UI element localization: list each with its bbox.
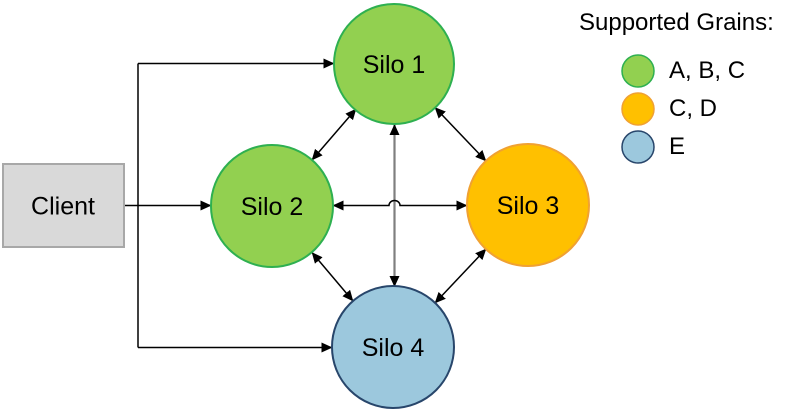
silo-3-circle [466,143,590,267]
silo-1-label: Silo 1 [363,51,426,79]
silo-3-label: Silo 3 [497,192,560,220]
legend-item-label: E [669,133,686,160]
node-client: Client [2,163,125,248]
connector-silo1-silo3 [434,106,487,162]
connector-silo1-silo2 [311,108,357,161]
connector-silo2-silo4 [311,252,354,302]
legend-swatch-orange-icon [621,92,655,126]
legend-title: Supported Grains: [579,9,774,36]
silo-4-circle [331,285,455,409]
node-silo-4: Silo 4 [331,285,455,409]
connector-silo2-silo3 [332,199,468,211]
legend-item-e: E [621,130,794,164]
silo-4-label: Silo 4 [362,334,425,362]
legend-item-label: C, D [669,95,717,122]
legend: Supported Grains: A, B, C C, D E [579,8,794,168]
legend-item-abc: A, B, C [621,54,794,88]
legend-item-cd: C, D [621,92,794,126]
node-silo-2: Silo 2 [210,144,334,268]
legend-swatch-green-icon [621,54,655,88]
silo-1-circle [333,3,455,125]
client-box [2,163,125,248]
legend-item-label: A, B, C [669,57,746,84]
legend-rows: A, B, C C, D E [579,54,794,164]
connector-silo3-silo4 [434,248,487,304]
node-silo-3: Silo 3 [466,143,590,267]
silo-2-circle [210,144,334,268]
node-silo-1: Silo 1 [333,3,455,125]
legend-swatch-blue-icon [621,130,655,164]
client-label: Client [31,192,95,220]
silo-2-label: Silo 2 [241,193,304,221]
